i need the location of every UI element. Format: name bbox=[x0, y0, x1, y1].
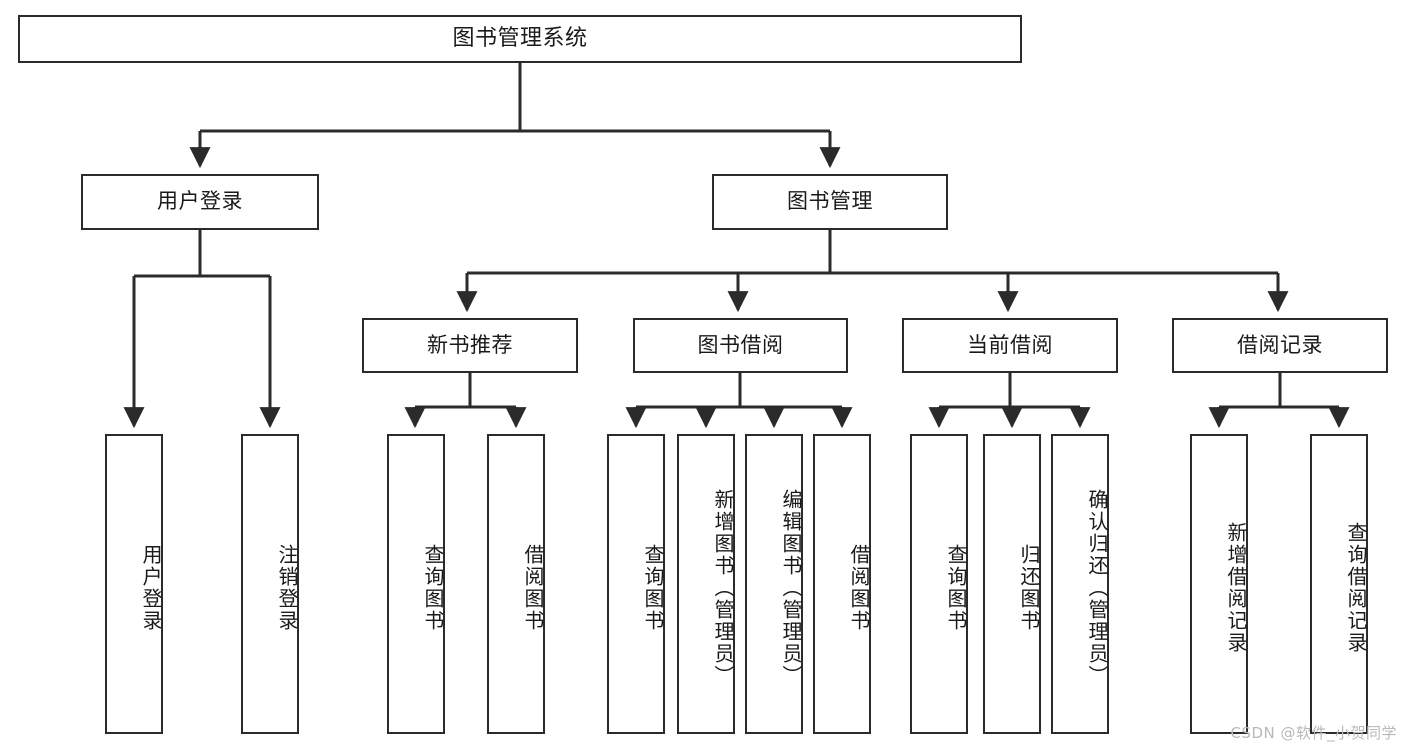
leaf-current-query-book-label: 查询图书 bbox=[944, 544, 968, 632]
leaf-current-return-book[interactable]: 归还图书 bbox=[983, 434, 1041, 734]
leaf-current-confirm-return-admin-label: 确认归还（管理员） bbox=[1085, 489, 1109, 687]
leaf-borrow-add-book-admin-label: 新增图书（管理员） bbox=[711, 489, 735, 687]
node-book-management[interactable]: 图书管理 bbox=[712, 174, 948, 230]
node-root[interactable]: 图书管理系统 bbox=[18, 15, 1022, 63]
node-user-login-label: 用户登录 bbox=[157, 189, 243, 214]
leaf-user-logout[interactable]: 注销登录 bbox=[241, 434, 299, 734]
leaf-borrow-add-book-admin[interactable]: 新增图书（管理员） bbox=[677, 434, 735, 734]
leaf-borrow-query-book-label: 查询图书 bbox=[641, 544, 665, 632]
leaf-record-add-record[interactable]: 新增借阅记录 bbox=[1190, 434, 1248, 734]
node-current-borrow[interactable]: 当前借阅 bbox=[902, 318, 1118, 373]
leaf-borrow-lend-book[interactable]: 借阅图书 bbox=[813, 434, 871, 734]
leaf-user-logout-label: 注销登录 bbox=[275, 544, 299, 632]
leaf-current-confirm-return-admin[interactable]: 确认归还（管理员） bbox=[1051, 434, 1109, 734]
leaf-record-query-record[interactable]: 查询借阅记录 bbox=[1310, 434, 1368, 734]
leaf-newbook-query-book-label: 查询图书 bbox=[421, 544, 445, 632]
leaf-newbook-borrow-book-label: 借阅图书 bbox=[521, 544, 545, 632]
node-new-book-recommend[interactable]: 新书推荐 bbox=[362, 318, 578, 373]
leaf-current-query-book[interactable]: 查询图书 bbox=[910, 434, 968, 734]
watermark: CSDN @软件_小贺同学 bbox=[1230, 724, 1397, 742]
leaf-borrow-edit-book-admin-label: 编辑图书（管理员） bbox=[779, 489, 803, 687]
node-new-book-recommend-label: 新书推荐 bbox=[427, 332, 513, 357]
leaf-borrow-query-book[interactable]: 查询图书 bbox=[607, 434, 665, 734]
node-current-borrow-label: 当前借阅 bbox=[967, 332, 1053, 357]
leaf-newbook-borrow-book[interactable]: 借阅图书 bbox=[487, 434, 545, 734]
leaf-user-login-label: 用户登录 bbox=[139, 544, 163, 632]
node-user-login[interactable]: 用户登录 bbox=[81, 174, 319, 230]
node-book-borrow[interactable]: 图书借阅 bbox=[633, 318, 848, 373]
leaf-borrow-lend-book-label: 借阅图书 bbox=[847, 544, 871, 632]
leaf-borrow-edit-book-admin[interactable]: 编辑图书（管理员） bbox=[745, 434, 803, 734]
node-root-label: 图书管理系统 bbox=[452, 25, 588, 51]
leaf-record-query-record-label: 查询借阅记录 bbox=[1344, 522, 1368, 654]
node-book-borrow-label: 图书借阅 bbox=[697, 332, 784, 357]
leaf-current-return-book-label: 归还图书 bbox=[1017, 544, 1041, 632]
leaf-user-login[interactable]: 用户登录 bbox=[105, 434, 163, 734]
leaf-newbook-query-book[interactable]: 查询图书 bbox=[387, 434, 445, 734]
node-borrow-record[interactable]: 借阅记录 bbox=[1172, 318, 1388, 373]
node-borrow-record-label: 借阅记录 bbox=[1237, 332, 1323, 357]
leaf-record-add-record-label: 新增借阅记录 bbox=[1224, 522, 1248, 654]
node-book-management-label: 图书管理 bbox=[787, 189, 873, 214]
